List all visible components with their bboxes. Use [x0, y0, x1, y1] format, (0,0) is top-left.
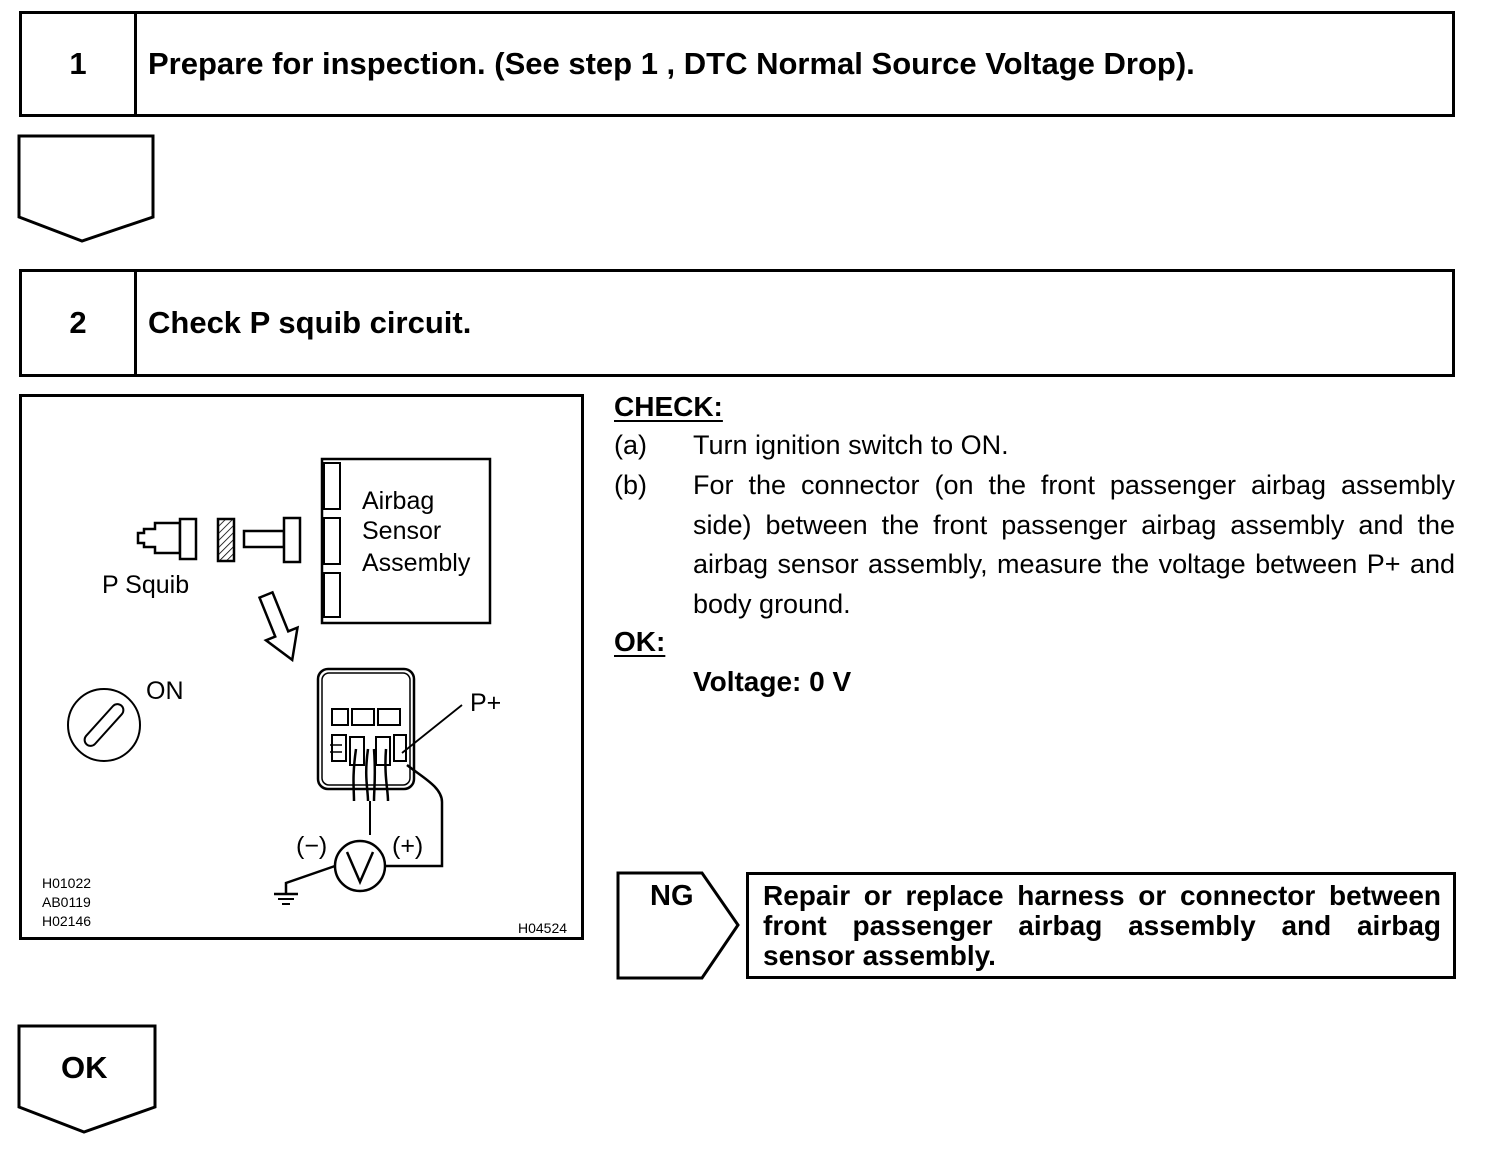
ref-code-2: AB0119: [42, 894, 91, 910]
hatched-connector: [216, 517, 236, 563]
ng-label: NG: [650, 880, 694, 912]
squib-plug: [136, 521, 182, 555]
airbag-sensor-label-1: Airbag: [362, 487, 435, 515]
check-item-b-mark: (b): [614, 470, 647, 500]
disconnect-arrow: [257, 590, 300, 663]
ref-code-3: H02146: [42, 913, 92, 929]
airbag-sensor-box: [320, 457, 492, 625]
figure-code: H04524: [518, 920, 568, 936]
check-item-b-text: For the connector (on the front passenge…: [693, 470, 1455, 619]
p-plus-label: P+: [470, 689, 502, 717]
airbag-sensor-label-2: Sensor: [362, 517, 442, 545]
ok-label: OK: [61, 1050, 108, 1085]
airbag-sensor-label-3: Assembly: [362, 549, 471, 577]
ok-arrow-box: [17, 1024, 157, 1134]
step-2-number: 2: [22, 272, 137, 374]
step-2-header: 2 Check P squib circuit.: [19, 269, 1455, 377]
step-2-title: Check P squib circuit.: [148, 305, 472, 340]
inspection-diagram: Airbag Sensor Assembly P Squib ON P+ (−)…: [19, 394, 584, 940]
step-1-header: 1 Prepare for inspection. (See step 1 , …: [19, 11, 1455, 117]
ng-repair-instruction: Repair or replace harness or connector b…: [746, 872, 1456, 979]
check-item-a-text: Turn ignition switch to ON.: [693, 430, 1009, 460]
step-1-title: Prepare for inspection. (See step 1 , DT…: [148, 46, 1195, 81]
step-1-number: 1: [22, 14, 137, 114]
circuit-illustration: [67, 457, 492, 905]
ng-arrow-box: [616, 871, 740, 980]
check-heading: CHECK:: [614, 391, 723, 422]
next-step-arrow: [17, 134, 155, 243]
ignition-on-label: ON: [146, 677, 184, 705]
p-squib-label: P Squib: [102, 571, 190, 599]
minus-terminal-label: (−): [296, 832, 328, 860]
ok-voltage-value: Voltage: 0 V: [693, 666, 852, 697]
check-item-a-mark: (a): [614, 430, 647, 460]
ok-heading: OK:: [614, 626, 666, 657]
plus-terminal-label: (+): [392, 832, 424, 860]
ref-code-1: H01022: [42, 875, 92, 891]
